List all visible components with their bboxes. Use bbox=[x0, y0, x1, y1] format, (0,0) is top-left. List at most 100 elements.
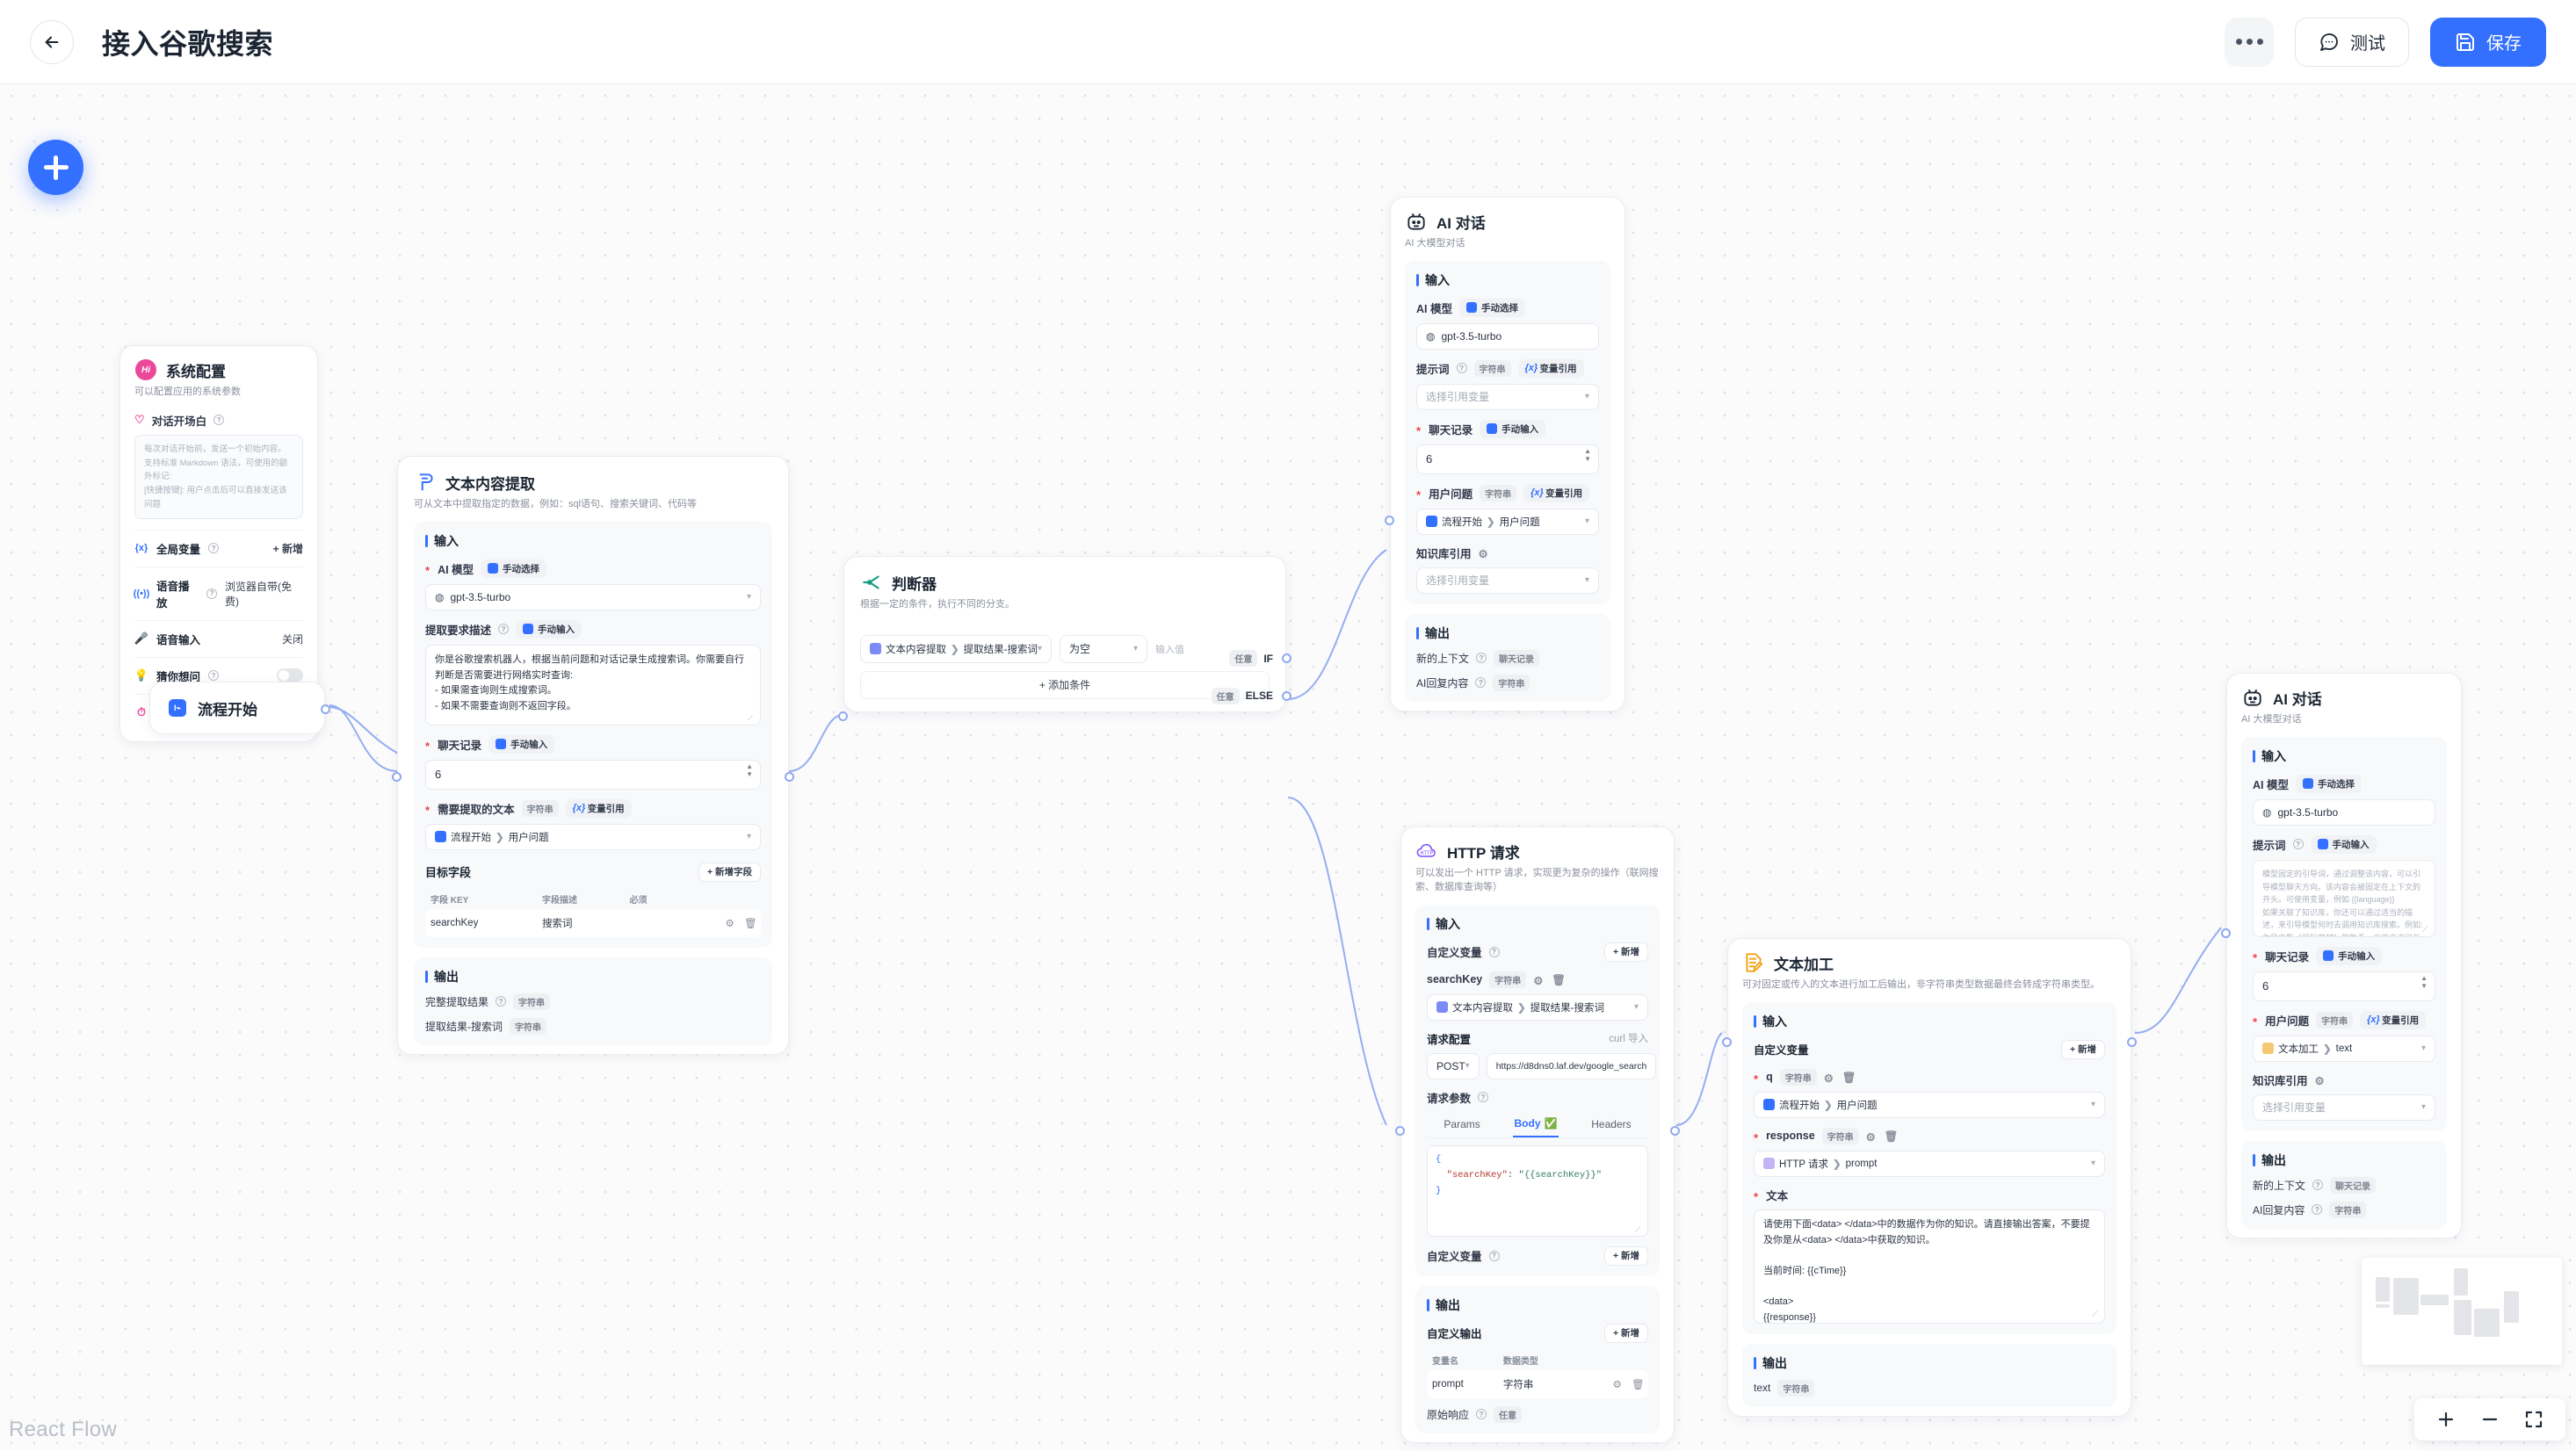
ai-model-select[interactable]: ◍ gpt-3.5-turbo bbox=[2253, 798, 2435, 826]
handle-source-if[interactable] bbox=[1282, 653, 1292, 663]
q-variable-select[interactable]: 流程开始 ❯ 用户问题 ▾ bbox=[1754, 1091, 2105, 1118]
guess-question-toggle[interactable] bbox=[277, 668, 303, 683]
help-icon[interactable]: ? bbox=[2312, 1204, 2323, 1216]
condition-variable-select[interactable]: 文本内容提取 ❯ 提取结果-搜索词 ▾ bbox=[860, 634, 1052, 663]
http-url-input[interactable]: https://d8dns0.laf.dev/google_search bbox=[1486, 1052, 1657, 1079]
condition-value-input[interactable]: 输入值 bbox=[1155, 644, 1184, 655]
handle-source[interactable] bbox=[2127, 1037, 2137, 1047]
number-stepper[interactable]: ▲▼ bbox=[746, 762, 753, 778]
help-icon[interactable]: ? bbox=[1478, 1092, 1489, 1103]
history-mode-pill[interactable]: 手动输入 bbox=[488, 734, 555, 754]
gear-icon[interactable]: ⚙ bbox=[1865, 1130, 1876, 1144]
gear-icon[interactable]: ⚙ bbox=[2314, 1074, 2325, 1087]
handle-target[interactable] bbox=[2221, 928, 2231, 938]
caret-down-icon[interactable]: ▼ bbox=[746, 769, 753, 778]
resize-handle-icon[interactable]: ⟋ bbox=[2092, 1309, 2098, 1318]
node-text-process[interactable]: 文本加工 可对固定或传入的文本进行加工后输出，非字符串类型数据最终会转成字符串类… bbox=[1722, 938, 2137, 1417]
number-stepper[interactable]: ▲▼ bbox=[2420, 973, 2428, 990]
kb-variable-select[interactable]: 选择引用变量 ▾ bbox=[2253, 1094, 2435, 1121]
add-global-variable[interactable]: + 新增 bbox=[272, 542, 303, 555]
help-icon[interactable]: ? bbox=[1488, 946, 1500, 957]
handle-source[interactable] bbox=[321, 704, 330, 714]
table-row[interactable]: prompt 字符串 ⚙ 🗑 bbox=[1427, 1369, 1648, 1398]
help-icon[interactable]: ? bbox=[1476, 653, 1487, 664]
response-variable-select[interactable]: HTTP 请求 ❯ prompt ▾ bbox=[1754, 1150, 2105, 1177]
gear-icon[interactable]: ⚙ bbox=[1823, 1072, 1834, 1085]
history-number-input[interactable]: 6 ▲▼ bbox=[2253, 971, 2435, 1001]
prompt-mode-pill[interactable]: 手动输入 bbox=[2310, 834, 2377, 854]
handle-target[interactable] bbox=[1385, 516, 1394, 525]
kb-variable-select[interactable]: 选择引用变量 ▾ bbox=[1416, 567, 1599, 594]
searchkey-variable-select[interactable]: 文本内容提取 ❯ 提取结果-搜索词 ▾ bbox=[1427, 993, 1648, 1021]
trash-icon[interactable]: 🗑 bbox=[1842, 1071, 1856, 1084]
table-row[interactable]: searchKey 搜索词 ⚙ 🗑 bbox=[425, 908, 761, 937]
add-variable-button[interactable]: + 新增 bbox=[2060, 1039, 2105, 1059]
fit-view-button[interactable] bbox=[2523, 1409, 2544, 1430]
opening-textarea[interactable]: 每次对话开始前，发送一个初始内容。支持标准 Markdown 语法，可使用的额外… bbox=[134, 434, 303, 519]
handle-source[interactable] bbox=[1670, 1126, 1680, 1136]
trash-icon[interactable]: 🗑 bbox=[1884, 1130, 1899, 1143]
node-ai-chat-right[interactable]: AI 对话 AI 大模型对话 输入 AI 模型 手动选择 ◍ gpt-3.5-t… bbox=[2221, 673, 2462, 1238]
body-code-editor[interactable]: { "searchKey": "{{searchKey}}" } ⟋ bbox=[1427, 1144, 1648, 1237]
tab-body[interactable]: Body✅ bbox=[1512, 1113, 1559, 1137]
http-method-select[interactable]: POST ▾ bbox=[1427, 1052, 1480, 1079]
resize-handle-icon[interactable]: ⟋ bbox=[1635, 1225, 1641, 1235]
source-variable-select[interactable]: 流程开始 ❯ 用户问题 ▾ bbox=[425, 823, 761, 850]
source-mode-pill[interactable]: {x}变量引用 bbox=[565, 798, 632, 818]
add-variable-button[interactable]: + 新增 bbox=[1603, 942, 1648, 962]
handle-target[interactable] bbox=[1395, 1126, 1405, 1136]
more-options-button[interactable] bbox=[2225, 17, 2274, 67]
add-condition-button[interactable]: + 添加条件 bbox=[860, 670, 1270, 699]
prompt-mode-pill[interactable]: 手动输入 bbox=[516, 619, 582, 639]
question-variable-select[interactable]: 流程开始 ❯ 用户问题 ▾ bbox=[1416, 508, 1599, 535]
node-text-extract[interactable]: 文本内容提取 可从文本中提取指定的数据，例如：sql语句、搜索关键词、代码等 输… bbox=[392, 456, 794, 1055]
text-textarea[interactable]: 请使用下面<data> </data>中的数据作为你的知识。请直接输出答案，不要… bbox=[1754, 1209, 2105, 1324]
question-mode-pill[interactable]: {x}变量引用 bbox=[1523, 483, 1590, 502]
ai-model-mode-pill[interactable]: 手动选择 bbox=[2295, 774, 2362, 793]
sysrow-voice-input[interactable]: 🎤 语音输入 关闭 bbox=[134, 619, 303, 657]
help-icon[interactable]: ? bbox=[1476, 1409, 1487, 1420]
trash-icon[interactable]: 🗑 bbox=[1632, 1379, 1645, 1390]
prompt-mode-pill[interactable]: {x}变量引用 bbox=[1517, 358, 1584, 378]
tab-headers[interactable]: Headers bbox=[1591, 1117, 1632, 1130]
handle-target[interactable] bbox=[392, 772, 402, 782]
zoom-out-button[interactable] bbox=[2479, 1409, 2500, 1430]
handle-target[interactable] bbox=[1722, 1037, 1732, 1047]
resize-handle-icon[interactable]: ⟋ bbox=[2422, 924, 2428, 934]
question-mode-pill[interactable]: {x}变量引用 bbox=[2360, 1010, 2427, 1029]
help-icon[interactable]: ? bbox=[208, 543, 220, 554]
history-number-input[interactable]: 6 ▲▼ bbox=[1416, 444, 1599, 474]
help-icon[interactable]: ? bbox=[1456, 363, 1467, 374]
gear-icon[interactable]: ⚙ bbox=[1478, 547, 1488, 560]
add-output-button[interactable]: + 新增 bbox=[1603, 1323, 1648, 1343]
tab-params[interactable]: Params bbox=[1444, 1117, 1480, 1130]
help-icon[interactable]: ? bbox=[208, 670, 220, 682]
node-system-config[interactable]: Hi 系统配置 可以配置应用的系统参数 ♡ 对话开场白 ? 每次对话开始前，发送… bbox=[119, 345, 318, 742]
question-variable-select[interactable]: 文本加工 ❯ text ▾ bbox=[2253, 1035, 2435, 1062]
node-flow-start[interactable]: I⌁ 流程开始 bbox=[149, 682, 330, 734]
flow-canvas[interactable]: Hi 系统配置 可以配置应用的系统参数 ♡ 对话开场白 ? 每次对话开始前，发送… bbox=[0, 84, 2576, 1451]
caret-down-icon[interactable]: ▼ bbox=[1584, 454, 1591, 463]
sysrow-guess-question[interactable]: 💡 猜你想问 ? bbox=[134, 656, 303, 694]
prompt-textarea[interactable]: 模型固定的引导词，通过调整该内容，可以引导模型聊天方向。该内容会被固定在上下文的… bbox=[2253, 859, 2435, 937]
add-node-button[interactable] bbox=[28, 140, 83, 195]
handle-source-else[interactable] bbox=[1282, 690, 1292, 701]
gear-icon[interactable]: ⚙ bbox=[725, 918, 734, 929]
help-icon[interactable]: ? bbox=[1488, 1250, 1500, 1261]
node-http-request[interactable]: HTTP HTTP 请求 可以发出一个 HTTP 请求，实现更为复杂的操作（联网… bbox=[1395, 827, 1680, 1443]
ai-model-mode-pill[interactable]: 手动选择 bbox=[1458, 298, 1525, 317]
condition-operator-select[interactable]: 为空 ▾ bbox=[1060, 634, 1147, 663]
test-button[interactable]: 测试 bbox=[2295, 17, 2409, 67]
extract-prompt-textarea[interactable]: 你是谷歌搜索机器人，根据当前问题和对话记录生成搜索词。你需要自行判断是否需要进行… bbox=[425, 644, 761, 726]
gear-icon[interactable]: ⚙ bbox=[1533, 974, 1544, 987]
trash-icon[interactable]: 🗑 bbox=[1552, 973, 1567, 986]
help-icon[interactable]: ? bbox=[206, 588, 218, 599]
node-condition[interactable]: 判断器 根据一定的条件，执行不同的分支。 文本内容提取 ❯ 提取结果-搜索词 ▾… bbox=[838, 556, 1292, 721]
caret-up-icon[interactable]: ▲ bbox=[2420, 973, 2428, 982]
add-variable-button-2[interactable]: + 新增 bbox=[1603, 1245, 1648, 1266]
gear-icon[interactable]: ⚙ bbox=[1612, 1379, 1622, 1390]
help-icon[interactable]: ? bbox=[496, 996, 507, 1007]
help-icon[interactable]: ? bbox=[1475, 677, 1487, 689]
caret-down-icon[interactable]: ▼ bbox=[2420, 981, 2428, 990]
help-icon[interactable]: ? bbox=[2292, 839, 2304, 850]
